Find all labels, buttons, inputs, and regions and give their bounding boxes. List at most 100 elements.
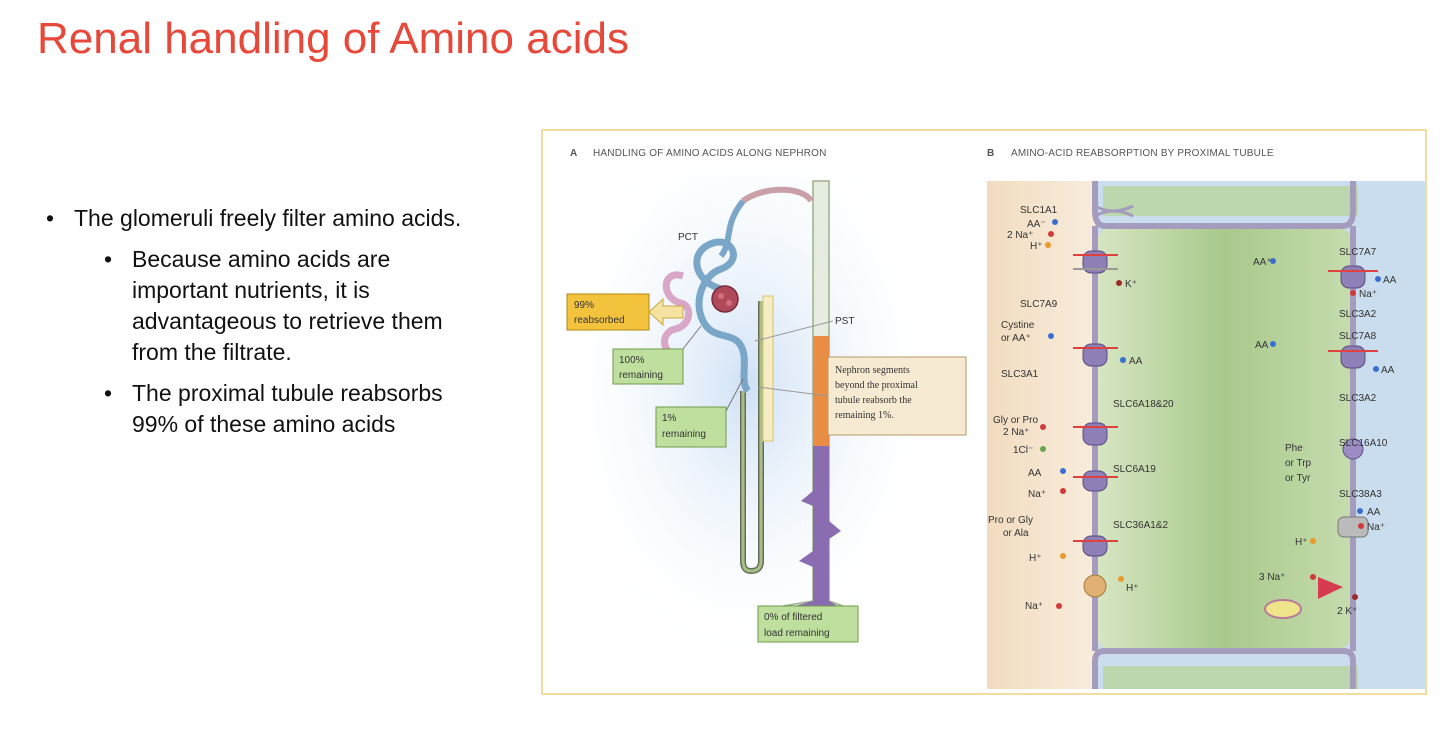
label-gly-pro: Gly or Pro bbox=[993, 415, 1038, 426]
label-slc7a8: SLC7A8 bbox=[1339, 331, 1377, 342]
tubule-cell bbox=[1095, 226, 1353, 651]
lumen-background bbox=[987, 181, 1095, 689]
label-or-aa: or AA⁺ bbox=[1001, 333, 1031, 344]
label-slc16a10: SLC16A10 bbox=[1339, 438, 1388, 449]
remaining-1-box bbox=[655, 406, 727, 448]
duct-purple-segment bbox=[791, 446, 843, 631]
label-slc36a: SLC36A1&2 bbox=[1113, 520, 1168, 531]
bullet-main: The glomeruli freely filter amino acids. bbox=[44, 203, 484, 234]
label-h-c-right: H⁺ bbox=[1295, 537, 1308, 548]
final-box bbox=[757, 605, 859, 643]
label-aa-baso: AA bbox=[1383, 275, 1397, 286]
final-line-1: 0% of filtered bbox=[764, 612, 822, 623]
label-3na: 3 Na⁺ bbox=[1259, 572, 1285, 583]
tubule-upper bbox=[718, 199, 746, 258]
label-or-tyr: or Tyr bbox=[1285, 473, 1311, 484]
bullet-sub-1: Because amino acids are important nutrie… bbox=[44, 244, 484, 368]
label-slc7a9: SLC7A9 bbox=[1020, 299, 1058, 310]
remaining-1-line-1: 1% bbox=[662, 413, 677, 424]
membrane-top bbox=[1092, 181, 1356, 229]
label-slc3a1: SLC3A1 bbox=[1001, 369, 1039, 380]
remaining-1-leader bbox=[725, 378, 744, 412]
tight-junction-top bbox=[1094, 204, 1134, 218]
label-cl: 1Cl⁻ bbox=[1013, 445, 1033, 456]
label-slc1a1: SLC1A1 bbox=[1020, 205, 1058, 216]
remaining-100-leader bbox=[682, 325, 702, 350]
note-line-3: tubule reabsorb the bbox=[835, 395, 912, 406]
label-h: H⁺ bbox=[1030, 241, 1043, 252]
label-slc6a18: SLC6A18&20 bbox=[1113, 399, 1174, 410]
label-2na: 2 Na⁺ bbox=[1007, 230, 1033, 241]
convoluted-tubule-pink bbox=[661, 271, 693, 359]
pst-leader-line bbox=[754, 320, 834, 342]
label-k: K⁺ bbox=[1125, 279, 1137, 290]
panel-a-heading: HANDLING OF AMINO ACIDS ALONG NEPHRON bbox=[593, 148, 827, 159]
label-na-baso: Na⁺ bbox=[1359, 289, 1377, 300]
label-slc38a3: SLC38A3 bbox=[1339, 489, 1382, 500]
label-h-e: H⁺ bbox=[1126, 583, 1139, 594]
label-slc7a7: SLC7A7 bbox=[1339, 247, 1377, 258]
ion-dots bbox=[1040, 219, 1381, 609]
label-aa-b: AA bbox=[1255, 340, 1269, 351]
tubule-top bbox=[741, 186, 814, 204]
remaining-100-line-1: 100% bbox=[619, 355, 645, 366]
adjacent-cell-top bbox=[1103, 186, 1358, 216]
panel-b-letter: B bbox=[987, 148, 994, 159]
label-pct: PCT bbox=[678, 232, 698, 243]
bullet-sub-2: The proximal tubule reabsorbs 99% of the… bbox=[44, 378, 484, 440]
label-aa-apical: AA bbox=[1129, 356, 1143, 367]
loop-of-henle-inner bbox=[741, 301, 763, 573]
membrane-bottom bbox=[1092, 648, 1356, 689]
final-line-2: load remaining bbox=[764, 628, 830, 639]
bullet-list: The glomeruli freely filter amino acids.… bbox=[44, 203, 484, 440]
glomerulus bbox=[711, 285, 739, 313]
reabsorbed-line-2: reabsorbed bbox=[574, 315, 625, 326]
label-aa-c-right: AA bbox=[1367, 507, 1381, 518]
adjacent-cell-bottom bbox=[1103, 666, 1358, 689]
reabsorbed-line-1: 99% bbox=[574, 300, 594, 311]
label-na-c-right: Na⁺ bbox=[1367, 522, 1385, 533]
remaining-100-line-2: remaining bbox=[619, 370, 663, 381]
glomerulus-detail bbox=[718, 293, 724, 299]
label-aa-plus: AA⁺ bbox=[1253, 257, 1272, 268]
remaining-100-box bbox=[612, 348, 684, 385]
note-line-2: beyond the proximal bbox=[835, 380, 918, 391]
label-na-e: Na⁺ bbox=[1025, 601, 1043, 612]
duct-orange-segment bbox=[813, 336, 829, 446]
transporters-apical bbox=[1073, 250, 1118, 598]
label-na-c: Na⁺ bbox=[1028, 489, 1046, 500]
descending-limb bbox=[762, 295, 774, 442]
note-line-1: Nephron segments bbox=[835, 365, 910, 376]
label-h-d: H⁺ bbox=[1029, 553, 1042, 564]
panel-a-letter: A bbox=[570, 148, 577, 159]
transporters-basolateral bbox=[1264, 265, 1378, 619]
label-aa-minus: AA⁻ bbox=[1027, 219, 1046, 230]
glomerulus-detail-2 bbox=[726, 300, 732, 306]
label-pst: PST bbox=[835, 316, 854, 327]
label-aa-c: AA bbox=[1028, 468, 1042, 479]
reabsorbed-arrow bbox=[648, 297, 684, 327]
label-cystine: Cystine bbox=[1001, 320, 1035, 331]
amino-acid-figure: A HANDLING OF AMINO ACIDS ALONG NEPHRON … bbox=[541, 129, 1427, 695]
figure-svg: A HANDLING OF AMINO ACIDS ALONG NEPHRON … bbox=[566, 148, 1425, 689]
atp-molecule bbox=[1264, 599, 1302, 619]
label-2k: 2 K⁺ bbox=[1337, 606, 1357, 617]
label-slc3a2-b: SLC3A2 bbox=[1339, 393, 1377, 404]
slide-title: Renal handling of Amino acids bbox=[37, 14, 629, 63]
label-phe: Phe bbox=[1285, 443, 1303, 454]
note-leader bbox=[757, 386, 829, 397]
remaining-1-line-2: remaining bbox=[662, 429, 706, 440]
label-slc6a19: SLC6A19 bbox=[1113, 464, 1156, 475]
note-line-4: remaining 1%. bbox=[835, 410, 894, 421]
panel-b-heading: AMINO-ACID REABSORPTION BY PROXIMAL TUBU… bbox=[1011, 148, 1274, 159]
label-or-ala: or Ala bbox=[1003, 528, 1029, 539]
label-2na-b: 2 Na⁺ bbox=[1003, 427, 1029, 438]
label-or-trp: or Trp bbox=[1285, 458, 1312, 469]
na-k-pump bbox=[1318, 577, 1343, 599]
label-slc3a2: SLC3A2 bbox=[1339, 309, 1377, 320]
note-box bbox=[827, 356, 967, 436]
convoluted-tubule-blue bbox=[693, 238, 751, 394]
label-aa-b2: AA bbox=[1381, 365, 1395, 376]
duct-purple-bulges bbox=[799, 491, 841, 567]
label-pro-gly: Pro or Gly bbox=[988, 515, 1033, 526]
